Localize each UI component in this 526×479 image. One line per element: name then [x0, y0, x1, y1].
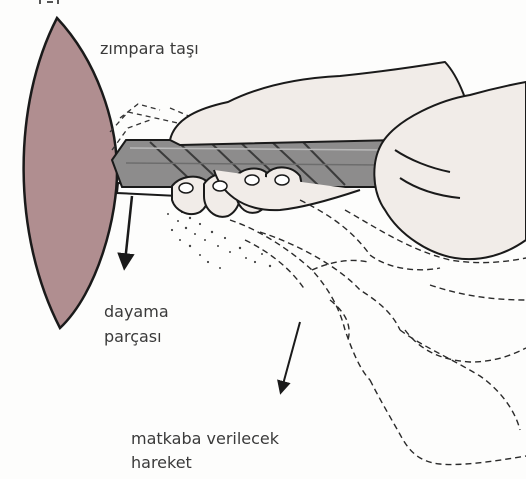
label-grinding-wheel: zımpara taşı	[100, 38, 199, 59]
tool-rest-arrow	[125, 196, 132, 262]
motion-arrow	[282, 322, 300, 388]
grinding-wheel	[24, 18, 117, 328]
label-tool-rest-line1: dayama	[104, 301, 169, 322]
label-motion-line1: matkaba verilecek	[131, 428, 279, 449]
label-tool-rest-line2: parçası	[104, 326, 162, 347]
cropped-mark	[40, 0, 58, 4]
label-motion-line2: hareket	[131, 452, 192, 473]
